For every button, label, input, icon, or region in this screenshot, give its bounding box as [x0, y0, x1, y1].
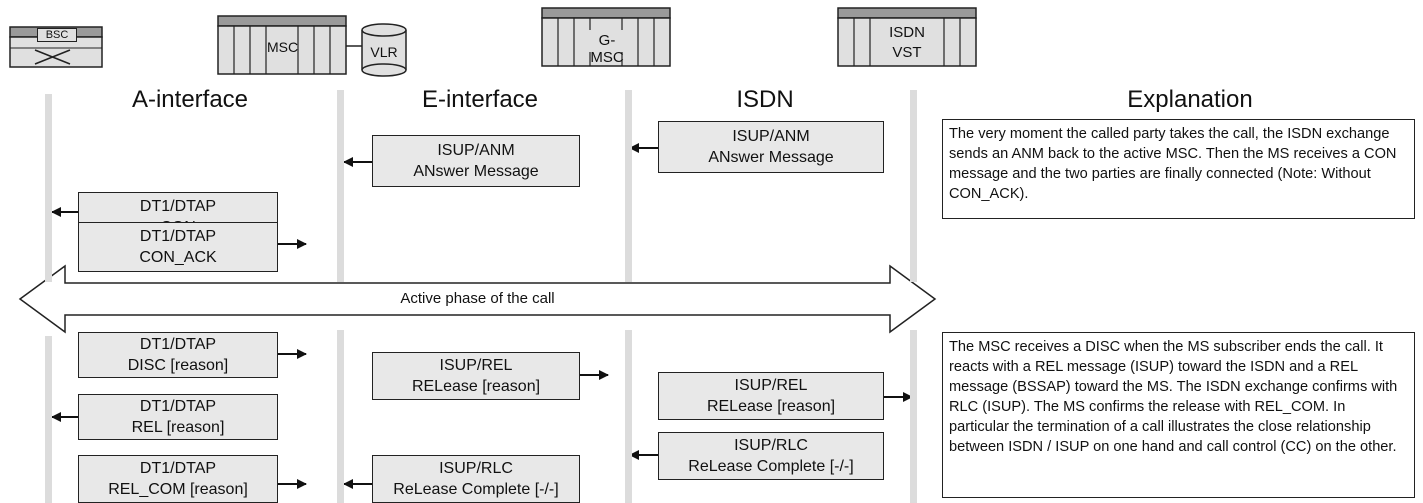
lane-bsc-lower: [45, 336, 52, 503]
message-arrows: [51, 143, 913, 489]
header-explanation: Explanation: [1127, 86, 1253, 113]
msg-line: DT1/DTAP: [139, 460, 217, 477]
active-phase-double-arrow: [18, 264, 937, 334]
msg-rlc-e: ISUP/RLC ReLease Complete [-/-]: [372, 455, 580, 503]
lane-isdn: [910, 90, 917, 282]
header-a-interface: A-interface: [131, 86, 249, 113]
msg-line: DT1/DTAP: [139, 228, 217, 245]
explanation-box-connect: The very moment the called party takes t…: [942, 119, 1415, 219]
msg-line: ISUP/RLC: [439, 460, 513, 477]
msg-line: ISUP/ANM: [732, 128, 810, 145]
isdn-label: ISDN: [889, 24, 925, 41]
gmsc-node-icon: [541, 7, 671, 67]
isdn-vst-node-icon: [837, 7, 977, 67]
msg-rel-e: ISUP/REL RELease [reason]: [372, 352, 580, 400]
msg-anm-e: ISUP/ANM ANswer Message: [372, 135, 580, 187]
msg-line: REL_COM [reason]: [108, 481, 248, 498]
msg-line: DT1/DTAP: [139, 198, 217, 215]
msg-line: RELease [reason]: [706, 398, 836, 415]
msc-label: MSC: [267, 39, 299, 55]
msg-line: DT1/DTAP: [139, 336, 217, 353]
lane-msc-lower: [337, 330, 344, 503]
msg-line: REL [reason]: [131, 419, 225, 436]
vlr-database-icon: [361, 23, 407, 77]
msg-line: ReLease Complete [-/-]: [393, 481, 559, 498]
explanation-box-release: The MSC receives a DISC when the MS subs…: [942, 332, 1415, 498]
msg-line: DISC [reason]: [127, 357, 229, 374]
msg-rel-com: DT1/DTAP REL_COM [reason]: [78, 455, 278, 503]
msg-line: DT1/DTAP: [139, 398, 217, 415]
msg-line: ANswer Message: [413, 163, 539, 180]
lane-isdn-lower: [910, 330, 917, 503]
lane-gmsc: [625, 90, 632, 282]
bsc-label: BSC: [37, 28, 77, 42]
msc-node-icon: [217, 15, 362, 75]
lane-bsc: [45, 94, 52, 282]
msg-rel-isdn: ISUP/REL RELease [reason]: [658, 372, 884, 420]
msg-line: ISUP/REL: [439, 357, 513, 374]
msg-line: ReLease Complete [-/-]: [688, 458, 854, 475]
msg-line: ISUP/REL: [734, 377, 808, 394]
msg-disc: DT1/DTAP DISC [reason]: [78, 332, 278, 378]
msg-line: RELease [reason]: [411, 378, 541, 395]
header-e-interface: E-interface: [421, 86, 539, 113]
lane-msc: [337, 90, 344, 282]
msg-anm-isdn: ISUP/ANM ANswer Message: [658, 121, 884, 173]
header-isdn: ISDN: [736, 86, 794, 113]
msg-con-ack: DT1/DTAP CON_ACK: [78, 222, 278, 272]
msg-rlc-isdn: ISUP/RLC ReLease Complete [-/-]: [658, 432, 884, 480]
gmsc-label: G-MSC: [590, 32, 624, 66]
vlr-label: VLR: [370, 44, 398, 60]
lane-gmsc-lower: [625, 330, 632, 503]
vst-label: VST: [892, 44, 922, 61]
active-phase-label: Active phase of the call: [400, 290, 555, 307]
msg-line: CON_ACK: [139, 249, 217, 266]
msg-line: ANswer Message: [708, 149, 834, 166]
msg-line: ISUP/ANM: [437, 142, 515, 159]
msg-line: ISUP/RLC: [734, 437, 808, 454]
msg-rel-a: DT1/DTAP REL [reason]: [78, 394, 278, 440]
